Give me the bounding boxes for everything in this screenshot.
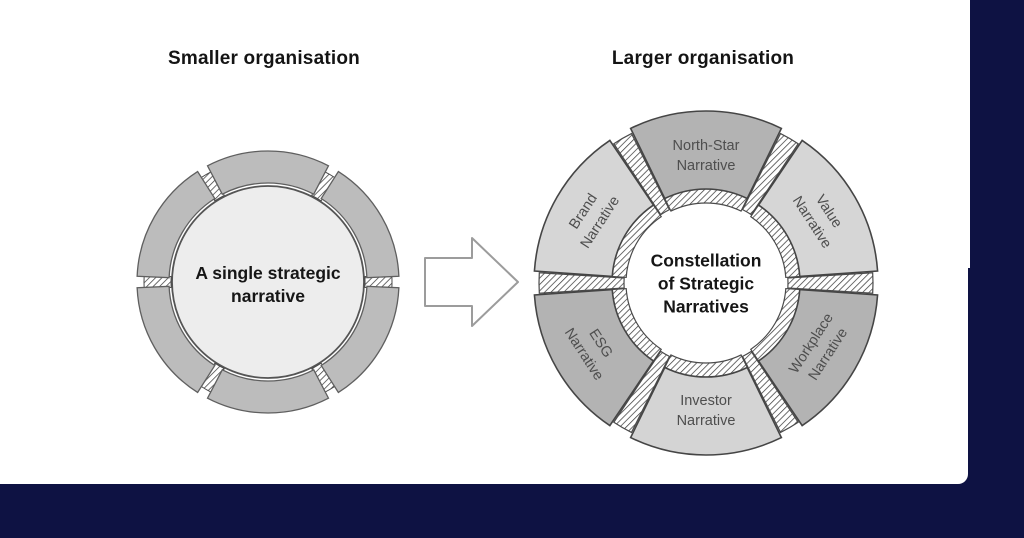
ring-segment — [206, 368, 330, 414]
constellation-segment-lower-right — [757, 288, 879, 427]
segment-side-hatch — [741, 350, 800, 434]
constellation-wheel: Constellation of Strategic Narratives No… — [531, 108, 881, 458]
right-diagram-title: Larger organisation — [611, 48, 795, 69]
gap-hatch — [143, 274, 172, 290]
left-diagram-title: Smaller organisation — [168, 48, 360, 69]
gap-hatch — [364, 274, 393, 290]
constellation-segment-upper-right — [757, 139, 879, 278]
ring-segment — [206, 150, 330, 196]
segment-side-hatch — [538, 272, 625, 294]
segment-side-hatch — [741, 132, 800, 216]
constellation-segment-top — [629, 110, 783, 200]
single-narrative-label: A single strategic narrative — [195, 262, 341, 306]
single-narrative-wheel-graphic — [136, 150, 400, 414]
ring-segment — [136, 170, 216, 279]
ring-segment — [320, 170, 400, 279]
ring-segment — [136, 285, 216, 394]
segment-side-hatch — [612, 350, 671, 434]
constellation-segment-bottom — [629, 366, 783, 456]
gap-hatch — [311, 362, 337, 394]
ring-segment — [320, 285, 400, 394]
gap-hatch — [311, 170, 337, 202]
segment-side-hatch — [612, 132, 671, 216]
arrow-shape — [424, 237, 519, 327]
segment-label-north-star: North-Star Narrative — [672, 138, 740, 174]
constellation-wheel-graphic — [533, 110, 879, 456]
single-narrative-wheel: A single strategic narrative — [133, 147, 403, 417]
gap-hatch — [199, 170, 225, 202]
panel-edge-strip — [968, 0, 970, 268]
segment-side-hatch — [787, 272, 874, 294]
constellation-segment-upper-left — [533, 139, 655, 278]
constellation-segment-lower-left — [533, 288, 655, 427]
gap-hatch — [199, 362, 225, 394]
right-arrow-icon — [424, 237, 519, 327]
segment-label-investor: Investor Narrative — [676, 393, 736, 429]
single-narrative-core — [171, 185, 365, 379]
constellation-center-label: Constellation of Strategic Narratives — [650, 250, 762, 317]
